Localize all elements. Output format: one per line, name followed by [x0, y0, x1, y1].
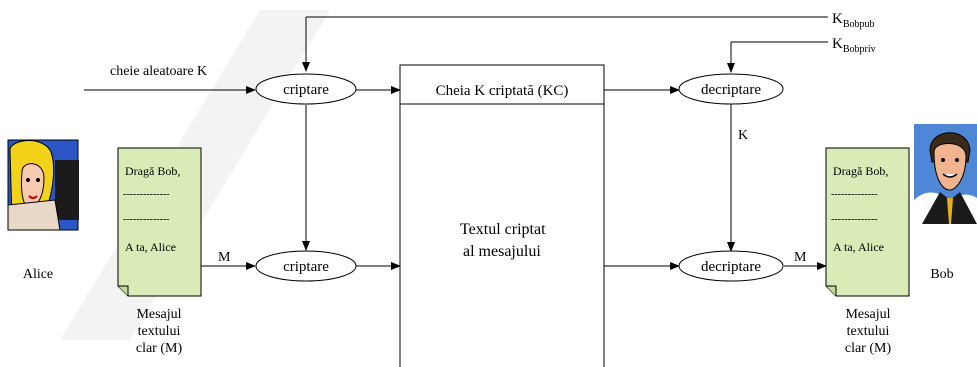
letter-left-dashes-1: -------------- — [123, 189, 170, 200]
encrypt-key-ellipse — [255, 73, 357, 105]
letter-right-greeting: Dragă Bob, — [833, 164, 888, 178]
decrypt-key-label: decriptare — [701, 82, 761, 98]
k-arrow-label: K — [738, 128, 748, 143]
decrypt-message-ellipse — [678, 250, 784, 282]
letter-right-signature: A ta, Alice — [833, 240, 884, 254]
ciphertext-box — [399, 64, 605, 367]
decrypt-key-ellipse — [678, 73, 784, 105]
m-right-label: M — [794, 250, 807, 265]
k-bob-priv-path — [727, 41, 828, 73]
plaintext-letter-left: Dragă Bob, -------------- --------------… — [117, 147, 202, 297]
caption-right-line-3: clar (M) — [845, 341, 892, 356]
m-left-label: M — [218, 250, 231, 265]
caption-left-line-1: Mesajul — [136, 307, 181, 322]
k-bob-pub-label: KBobpub — [832, 11, 875, 30]
k-bob-pub-path — [302, 16, 828, 72]
caption-right: Mesajul textului clar (M) — [845, 307, 892, 356]
k-bob-priv-label: KBobpriv — [832, 36, 876, 55]
alice-avatar — [7, 139, 79, 231]
ciphertext-line1: Textul criptat — [460, 221, 546, 238]
ciphertext-line2: al mesajului — [463, 243, 541, 260]
caption-left-line-2: textului — [138, 324, 181, 339]
caption-right-line-1: Mesajul — [845, 307, 890, 322]
caption-left: Mesajul textului clar (M) — [136, 307, 183, 356]
letter-left-signature: A ta, Alice — [125, 240, 176, 254]
letter-right-dashes-2: -------------- — [831, 214, 878, 225]
caption-left-line-3: clar (M) — [136, 341, 183, 356]
letter-left-dashes-2: -------------- — [123, 214, 170, 225]
encrypt-message-ellipse — [255, 250, 357, 282]
letter-left-greeting: Dragă Bob, — [125, 164, 180, 178]
letter-right-dashes-1: -------------- — [831, 189, 878, 200]
encrypted-key-label: Cheia K criptată (KC) — [436, 83, 569, 99]
decrypt-message-label: decriptare — [701, 259, 761, 275]
caption-right-line-2: textului — [847, 324, 890, 339]
encrypt-key-label: criptare — [283, 82, 329, 98]
plaintext-letter-right: Dragă Bob, -------------- --------------… — [825, 147, 910, 297]
bob-avatar — [914, 124, 977, 224]
random-key-label: cheie aleatoare K — [110, 64, 207, 79]
encrypt-message-label: criptare — [283, 259, 329, 275]
bob-label: Bob — [930, 267, 953, 282]
alice-label: Alice — [23, 267, 53, 282]
